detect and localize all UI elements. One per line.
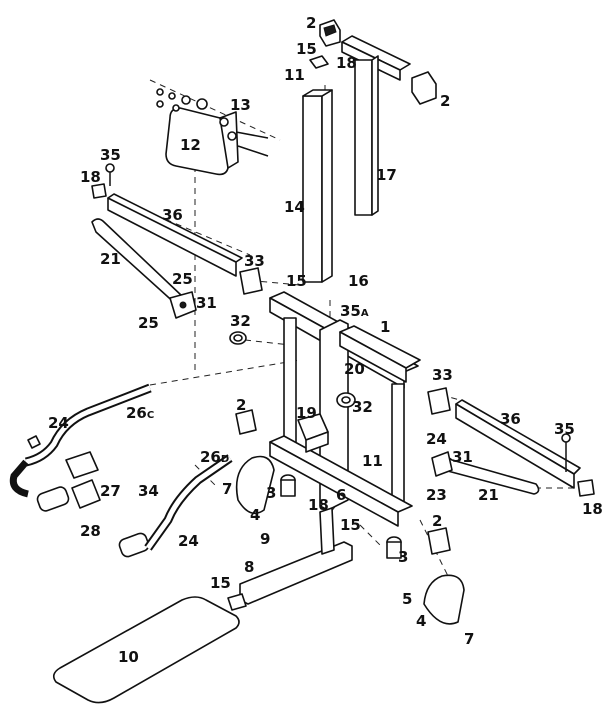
label-36: 36 [162, 206, 183, 224]
label-35a: 35A [340, 302, 369, 320]
label-33: 33 [432, 366, 453, 384]
label-35: 35 [554, 420, 575, 438]
label-4: 4 [416, 612, 426, 630]
label-2: 2 [236, 396, 246, 414]
bolt-35-left [105, 163, 115, 186]
top-crossbar-17 [341, 35, 411, 216]
label-24: 24 [426, 430, 447, 448]
label-9: 9 [260, 530, 270, 548]
label-11: 11 [362, 452, 383, 470]
bolt-35-right [561, 433, 571, 472]
label-14: 14 [284, 198, 305, 216]
label-36: 36 [500, 410, 521, 428]
label-21: 21 [478, 486, 499, 504]
cap-18-right [577, 479, 595, 497]
spacer-24-left [27, 435, 41, 449]
label-4: 4 [250, 506, 260, 524]
leg-bar-26d [144, 454, 233, 551]
end-cap-33-left [239, 267, 263, 295]
foot-strap-4-left [235, 455, 275, 515]
label-7: 7 [222, 480, 232, 498]
label-15: 15 [286, 272, 307, 290]
label-31: 31 [452, 448, 473, 466]
label-27: 27 [100, 482, 121, 500]
label-13: 13 [230, 96, 251, 114]
label-33: 33 [244, 252, 265, 270]
label-2: 2 [440, 92, 450, 110]
label-3: 3 [266, 484, 276, 502]
label-20: 20 [344, 360, 365, 378]
label-10: 10 [118, 648, 139, 666]
end-cap-2-top [319, 19, 341, 47]
label-24: 24 [178, 532, 199, 550]
lever-arm-36-left [107, 193, 243, 277]
bracket-19 [297, 413, 329, 453]
label-8: 8 [244, 558, 254, 576]
cap-15-base [227, 593, 247, 611]
label-12: 12 [180, 136, 201, 154]
label-32: 32 [352, 398, 373, 416]
end-cap-33-right [427, 387, 451, 415]
cap-18-left [91, 183, 107, 199]
label-19: 19 [296, 404, 317, 422]
label-11: 11 [284, 66, 305, 84]
foot-strap-4-right [423, 574, 465, 625]
label-5: 5 [402, 590, 412, 608]
label-23: 23 [426, 486, 447, 504]
label-2: 2 [306, 14, 316, 32]
label-15: 15 [296, 40, 317, 58]
label-26c: 26C [126, 404, 154, 422]
label-16: 16 [348, 272, 369, 290]
bushing-32-left [229, 331, 247, 345]
label-18: 18 [582, 500, 603, 518]
bracket-31-left [169, 291, 197, 319]
label-18: 18 [336, 54, 357, 72]
leg-bar-26c [9, 383, 152, 498]
bench-pad-10 [52, 596, 240, 704]
roller-27 [65, 451, 101, 509]
label-1: 1 [380, 318, 390, 336]
label-6: 6 [336, 486, 346, 504]
label-25: 25 [172, 270, 193, 288]
label-26d: 26D [200, 448, 229, 466]
bracket-31-right [431, 451, 453, 477]
label-18: 18 [80, 168, 101, 186]
label-17: 17 [376, 166, 397, 184]
base-frame [269, 435, 413, 527]
label-15: 15 [340, 516, 361, 534]
spacer-3 [280, 474, 402, 559]
label-3: 3 [398, 548, 408, 566]
label-7: 7 [464, 630, 474, 648]
label-35: 35 [100, 146, 121, 164]
label-28: 28 [80, 522, 101, 540]
label-18: 18 [308, 496, 329, 514]
seat-bolts-13 [156, 88, 269, 157]
label-34: 34 [138, 482, 159, 500]
crossmember-20 [339, 325, 421, 383]
end-cap-2-right-top [411, 71, 437, 105]
label-32: 32 [230, 312, 251, 330]
cap-2-center [235, 409, 257, 435]
label-2: 2 [432, 512, 442, 530]
label-25: 25 [138, 314, 159, 332]
label-21: 21 [100, 250, 121, 268]
bushing-32-center [336, 392, 356, 408]
label-31: 31 [196, 294, 217, 312]
label-24: 24 [48, 414, 69, 432]
roller-28 [36, 486, 150, 558]
cap-2-right-base [427, 527, 451, 555]
lever-arm-36-right [455, 399, 581, 489]
bench-base-8 [239, 507, 353, 605]
insert-15-top [309, 55, 329, 69]
upright-post-14 [302, 89, 333, 283]
label-15: 15 [210, 574, 231, 592]
